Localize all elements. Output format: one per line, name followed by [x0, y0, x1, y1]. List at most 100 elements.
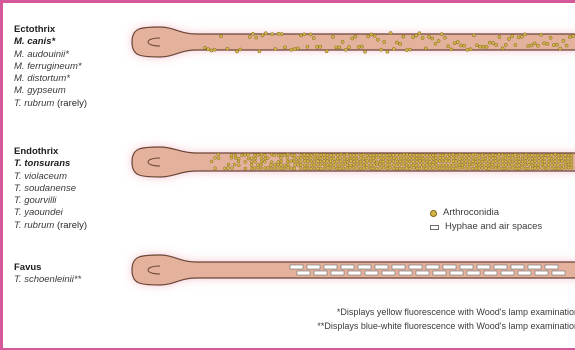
- arthroconidium: [264, 167, 267, 170]
- arthroconidium: [469, 48, 472, 51]
- arthroconidium: [283, 154, 286, 157]
- arthroconidium: [214, 167, 217, 170]
- arthroconidium: [313, 163, 316, 166]
- arthroconidium: [491, 166, 494, 169]
- arthroconidium: [359, 163, 362, 166]
- arthroconidium: [366, 154, 369, 157]
- arthroconidium: [511, 35, 514, 38]
- species-name: T. rubrum: [14, 220, 54, 231]
- footnotes: *Displays yellow fluorescence with Wood'…: [317, 306, 575, 333]
- arthroconidium: [534, 160, 537, 163]
- legend-item-arthroconidia: Arthroconidia: [430, 206, 542, 220]
- arthroconidium: [452, 163, 455, 166]
- hypha-air-space: [450, 271, 463, 275]
- arthroconidium: [250, 167, 253, 170]
- hypha-air-space: [409, 265, 422, 269]
- arthroconidium: [531, 154, 534, 157]
- arthroconidium: [567, 166, 570, 169]
- arthroconidium: [347, 46, 350, 49]
- arthroconidium: [406, 153, 409, 156]
- arthroconidium: [409, 153, 412, 156]
- species-name: M. distortum*: [14, 73, 70, 84]
- arthroconidium: [350, 160, 353, 163]
- arthroconidium: [475, 44, 478, 47]
- arthroconidium: [461, 153, 464, 156]
- arthroconidium: [230, 156, 233, 159]
- arthroconidium: [554, 163, 557, 166]
- arthroconidium: [445, 167, 448, 170]
- arthroconidium: [560, 167, 563, 170]
- arthroconidium: [237, 164, 240, 167]
- arthroconidium: [541, 167, 544, 170]
- arthroconidium: [352, 163, 355, 166]
- arthroconidium: [439, 157, 442, 160]
- arthroconidium: [405, 160, 408, 163]
- hypha-air-space: [297, 271, 310, 275]
- hypha-air-space: [331, 271, 344, 275]
- arthroconidium: [323, 167, 326, 170]
- hypha-air-space: [443, 265, 456, 269]
- arthroconidium: [362, 167, 365, 170]
- arthroconidium: [244, 153, 247, 156]
- arthroconidium: [495, 43, 498, 46]
- species-item: M. gypseum: [14, 85, 87, 97]
- arthroconidium: [422, 160, 425, 163]
- arthroconidium: [570, 163, 573, 166]
- arthroconidium: [392, 157, 395, 160]
- arthroconidium: [319, 45, 322, 48]
- arthroconidium: [316, 163, 319, 166]
- arthroconidium: [437, 39, 440, 42]
- arthroconidium: [303, 153, 306, 156]
- arthroconidium: [293, 160, 296, 163]
- arthroconidium: [524, 153, 527, 156]
- arthroconidium: [541, 154, 544, 157]
- arthroconidium: [551, 160, 554, 163]
- arthroconidium: [317, 167, 320, 170]
- ectothrix-species-list: Ectothrix M. canis*M. audouinii*M. ferru…: [14, 24, 87, 110]
- arthroconidium: [255, 36, 258, 39]
- arthroconidium: [244, 160, 247, 163]
- arthroconidium: [319, 157, 322, 160]
- arthroconidium: [425, 167, 428, 170]
- arthroconidium: [517, 36, 520, 39]
- arthroconidium: [452, 157, 455, 160]
- arthroconidium: [313, 167, 316, 170]
- arthroconidium: [478, 163, 481, 166]
- arthroconidium: [477, 167, 480, 170]
- arthroconidium: [227, 163, 230, 166]
- arthroconidium: [453, 42, 456, 45]
- species-name: T. rubrum: [14, 98, 54, 109]
- arthroconidium: [570, 166, 573, 169]
- arthroconidium: [279, 163, 282, 166]
- arthroconidium: [379, 167, 382, 170]
- arthroconidium: [458, 164, 461, 167]
- arthroconidium: [431, 163, 434, 166]
- arthroconidium: [329, 160, 332, 163]
- arthroconidium: [346, 157, 349, 160]
- arthroconidium: [524, 160, 527, 163]
- arthroconidium: [412, 154, 415, 157]
- arthroconidium: [315, 45, 318, 48]
- arthroconidium: [402, 153, 405, 156]
- arthroconidium: [237, 157, 240, 160]
- arthroconidium: [382, 157, 385, 160]
- arthroconidium: [398, 163, 401, 166]
- arthroconidium: [412, 157, 415, 160]
- arthroconidium: [331, 35, 334, 38]
- arthroconidium: [335, 46, 338, 49]
- arthroconidium: [498, 167, 501, 170]
- arthroconidium: [552, 44, 555, 47]
- arthroconidium: [567, 160, 570, 163]
- arthroconidium: [309, 33, 312, 36]
- species-item: T. violaceum: [14, 171, 87, 183]
- arthroconidium: [498, 153, 501, 156]
- arthroconidium: [547, 154, 550, 157]
- arthroconidium: [214, 156, 217, 159]
- arthroconidium: [438, 167, 441, 170]
- arthroconidium: [543, 42, 546, 45]
- arthroconidium: [277, 163, 280, 166]
- arthroconidium: [389, 166, 392, 169]
- arthroconidium: [408, 164, 411, 167]
- arthroconidium: [501, 47, 504, 50]
- arthroconidium: [355, 154, 358, 157]
